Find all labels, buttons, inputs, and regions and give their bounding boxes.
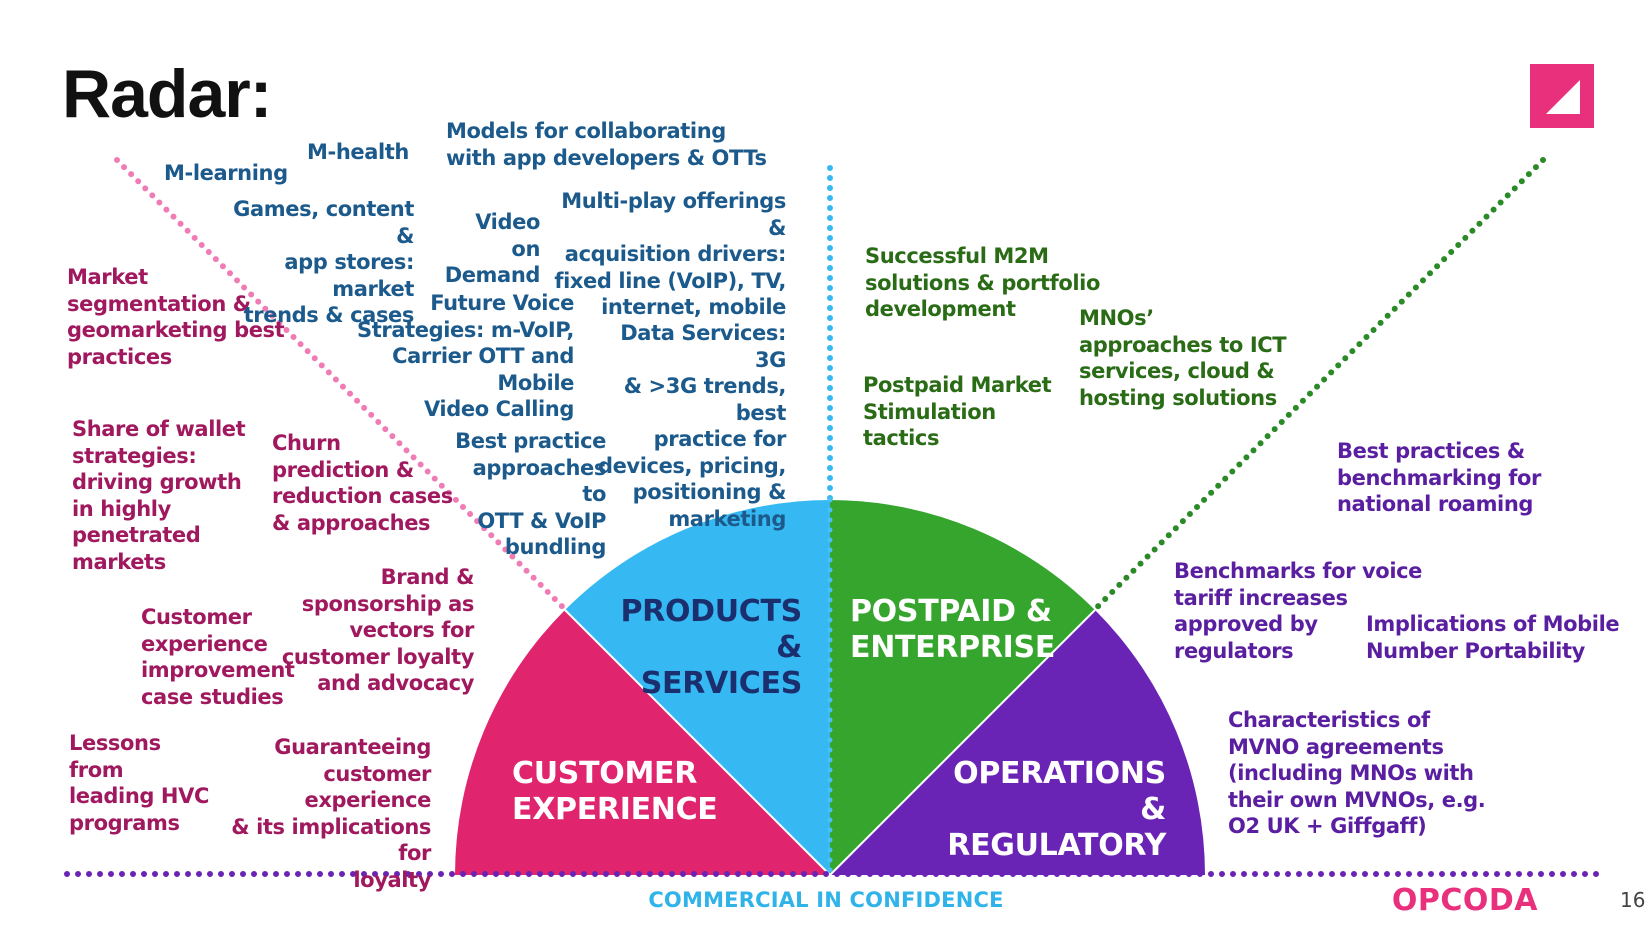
radar-item: Data Services: 3G & >3G trends, best pra… <box>597 321 786 531</box>
radar-item: Postpaid Market Stimulation tactics <box>863 373 1052 450</box>
separator-line <box>564 609 831 876</box>
radar-item: Brand & sponsorship as vectors for custo… <box>281 565 475 695</box>
radar-item: Share of wallet strategies: driving grow… <box>72 417 246 574</box>
opcoda-logo: OPCODA <box>1391 883 1538 918</box>
radar-item: Benchmarks for voice tariff increases ap… <box>1174 559 1423 663</box>
radar-item: M-health <box>307 140 409 164</box>
segment-label-operations-regulatory: OPERATIONS & REGULATORY <box>947 756 1166 863</box>
page-number: 16 <box>1620 888 1646 912</box>
segment-operations-regulatory <box>830 610 1205 875</box>
radar-item: Market segmentation & geomarketing best … <box>67 265 285 369</box>
segment-label-postpaid-enterprise: POSTPAID & ENTERPRISE <box>850 594 1056 665</box>
page-title: Radar: <box>62 56 272 132</box>
segment-postpaid-enterprise <box>830 500 1095 875</box>
radar-item: Characteristics of MVNO agreements (incl… <box>1228 708 1486 838</box>
radar-item: Lessons from leading HVC programs <box>69 731 209 835</box>
radar-item: Future Voice Strategies: m-VoIP, Carrier… <box>357 291 574 421</box>
confidentiality-footer: COMMERCIAL IN CONFIDENCE <box>648 888 1004 912</box>
radar-item: Multi-play offerings & acquisition drive… <box>554 189 786 319</box>
radar-item: Implications of Mobile Number Portabilit… <box>1366 612 1620 663</box>
radar-item: Games, content & app stores: market tren… <box>233 197 414 327</box>
radar-item: Video on Demand <box>444 210 541 287</box>
radar-item: Successful M2M solutions & portfolio dev… <box>865 244 1100 321</box>
radar-item: Churn prediction & reduction cases & app… <box>272 431 453 535</box>
separator-line <box>829 609 1096 876</box>
segment-label-products-services: PRODUCTS & SERVICES <box>620 594 802 701</box>
radar-item: Customer experience improvement case stu… <box>141 605 295 709</box>
radar-item: Models for collaborating with app develo… <box>446 119 767 170</box>
radar-item: Guaranteeing customer experience & its i… <box>231 735 431 892</box>
radar-item: MNOs’ approaches to ICT services, cloud … <box>1079 306 1287 410</box>
segment-products-services <box>565 500 830 875</box>
radar-item: Best practices & benchmarking for nation… <box>1337 439 1542 516</box>
radar-item: Best practice approaches to OTT & VoIP b… <box>455 429 606 559</box>
segment-customer-experience <box>455 610 830 875</box>
brand-mark-icon <box>1530 64 1594 128</box>
radar-item: M-learning <box>164 161 288 185</box>
segment-label-customer-experience: CUSTOMER EXPERIENCE <box>512 756 718 827</box>
